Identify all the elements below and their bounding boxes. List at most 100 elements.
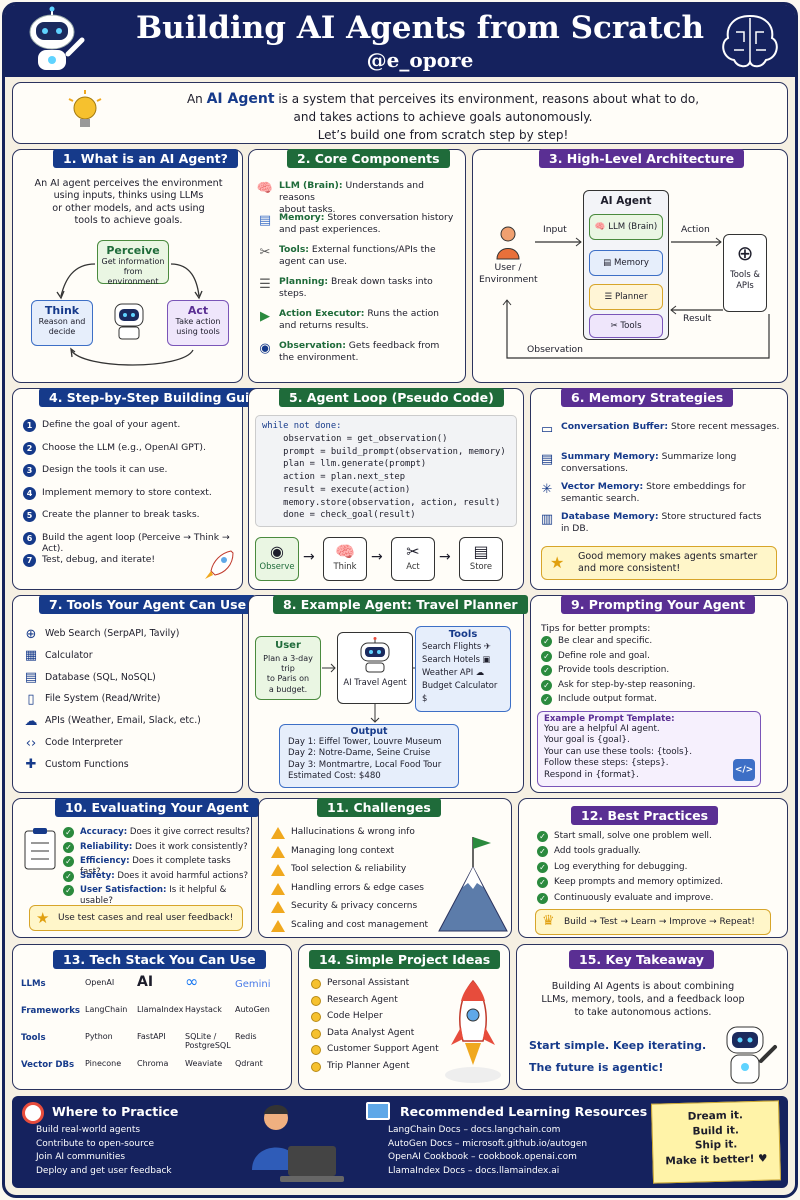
- tip-item: ✓ Include output format.: [541, 694, 781, 705]
- component-value-2: about tasks.: [279, 203, 336, 215]
- check-icon: ✓: [63, 841, 74, 853]
- tool-item: ✚Custom Functions: [23, 757, 238, 773]
- step-number: 2: [23, 441, 36, 455]
- page-title: Building AI Agents from Scratch: [135, 10, 704, 46]
- section-core-components: 2. Core Components 🧠LLM (Brain): Underst…: [248, 149, 466, 383]
- idea-item: Personal Assistant: [311, 978, 441, 990]
- flow-step-observe: ◉Observe: [255, 537, 299, 581]
- memory-value-2: semantic search.: [561, 492, 640, 504]
- section-best-practices: 12. Best Practices ✓Start small, solve o…: [518, 798, 788, 938]
- act-title: Act: [187, 304, 209, 317]
- evaluation-item: ✓Safety: Does it avoid harmful actions?: [63, 870, 251, 882]
- practice-item: Deploy and get user feedback: [36, 1165, 172, 1176]
- book-icon: [366, 1102, 390, 1120]
- component-key: LLM (Brain):: [279, 180, 343, 191]
- robot-icon: [360, 637, 390, 673]
- tips-title: Tips for better prompts:: [541, 623, 651, 634]
- challenge-text: Handling errors & edge cases: [291, 882, 424, 893]
- memory-text: Conversation Buffer: Store recent messag…: [561, 421, 779, 433]
- section-architecture: 3. High-Level Architecture User /Environ…: [472, 149, 788, 383]
- evaluation-item: ✓ Reliability: Does it work consistently?: [63, 841, 251, 853]
- memory-key: Vector Memory:: [561, 481, 644, 492]
- rocket-launch-icon: [445, 979, 501, 1083]
- code-icon: </>: [733, 759, 755, 781]
- step-number: 5: [23, 509, 36, 522]
- code-line: result = execute(action): [262, 484, 411, 495]
- practice-text: Add tools gradually.: [554, 846, 641, 857]
- idea-item: Data Analyst Agent: [311, 1028, 441, 1040]
- tech-logo: Weaviate: [185, 1059, 223, 1068]
- tool-item: ☁APIs (Weather, Email, Slack, etc.): [23, 713, 238, 729]
- check-icon: ✓: [537, 861, 548, 873]
- intro-highlight: AI Agent: [206, 91, 275, 107]
- idea-text: Customer Support Agent: [327, 1044, 439, 1054]
- eval-value: Does it complete tasks fast?: [80, 856, 231, 878]
- warning-icon: [271, 919, 285, 932]
- eval-key: Safety:: [80, 870, 115, 881]
- file-icon: ▯: [27, 691, 35, 707]
- step-item: 7 Test, debug, and iterate!: [23, 554, 238, 567]
- memory-key: Database Memory:: [561, 511, 659, 522]
- section-key-takeaway: 15. Key Takeaway Building AI Agents is a…: [516, 944, 788, 1090]
- check-icon: ✓: [537, 831, 548, 842]
- tip-text: Ask for step-by-step reasoning.: [558, 679, 696, 690]
- practice-text: Log everything for debugging.: [554, 861, 688, 872]
- idea-item: Trip Planner Agent: [311, 1061, 441, 1073]
- tool-text: Calculator: [45, 649, 93, 661]
- pseudo-code-block: while not done: observation = get_observ…: [255, 415, 517, 527]
- component-value-2: agent can use.: [279, 255, 348, 267]
- resource-item: LlamaIndex Docs – docs.llamaindex.ai: [388, 1165, 560, 1176]
- brain-circuit-icon: [722, 14, 778, 68]
- resource-item: AutoGen Docs – microsoft.github.io/autog…: [388, 1138, 588, 1149]
- flow-label: Act: [406, 561, 420, 571]
- act-desc: Take action: [175, 317, 221, 326]
- tech-logo: Python: [85, 1032, 113, 1041]
- tip-item: ✓Ask for step-by-step reasoning.: [541, 679, 781, 691]
- tip-item: ✓Provide tools description.: [541, 665, 781, 676]
- tip-text: Include output format.: [558, 694, 657, 704]
- idea-text: Data Analyst Agent: [327, 1027, 415, 1038]
- think-desc: Reason and: [38, 317, 86, 326]
- evaluation-text: Reliability: Does it work consistently?: [80, 842, 248, 853]
- section-6-title: 6. Memory Strategies: [561, 388, 734, 407]
- component-value-2: steps.: [279, 287, 307, 299]
- eye-icon: ◉: [259, 340, 271, 356]
- practice-title: Where to Practice: [52, 1104, 179, 1119]
- step-number: 1: [23, 419, 36, 432]
- section-4-title: 4. Step-by-Step Building Guide: [39, 388, 277, 407]
- memory-icon: ▥: [540, 511, 554, 527]
- check-icon: ✓: [541, 694, 552, 705]
- idea-item: Code Helper: [311, 1011, 441, 1023]
- component-key: Tools:: [279, 244, 309, 255]
- step-number: 7: [23, 554, 36, 567]
- challenge-item: Tool selection & reliability: [271, 864, 441, 876]
- step-text: Build the agent loop (Perceive → Think →…: [42, 531, 230, 555]
- challenge-item: Managing long context: [271, 845, 441, 858]
- challenge-item: Handling errors & edge cases: [271, 882, 441, 895]
- code-line: action = plan.next_step: [262, 472, 405, 482]
- challenge-text: Security & privacy concerns: [291, 901, 418, 911]
- eval-key: Reliability:: [80, 841, 133, 852]
- section-7-title: 7. Tools Your Agent Can Use: [39, 595, 257, 614]
- tech-logo: Redis: [235, 1032, 257, 1041]
- section-10-title: 10. Evaluating Your Agent: [55, 798, 259, 817]
- component-value: Runs the action: [364, 308, 440, 319]
- component-value-2: the environment.: [279, 351, 359, 363]
- memory-icon: ▭: [540, 421, 554, 437]
- step-text: Test, debug, and iterate!: [42, 554, 156, 565]
- arch-llm: 🧠 LLM (Brain): [589, 214, 663, 240]
- check-icon: ✓: [541, 650, 552, 662]
- memory-key: Conversation Buffer:: [561, 421, 669, 432]
- ai-agent-title: AI Agent: [600, 195, 652, 207]
- challenge-text: Hallucinations & wrong info: [291, 827, 415, 837]
- resource-item: LangChain Docs – docs.langchain.com: [388, 1125, 561, 1135]
